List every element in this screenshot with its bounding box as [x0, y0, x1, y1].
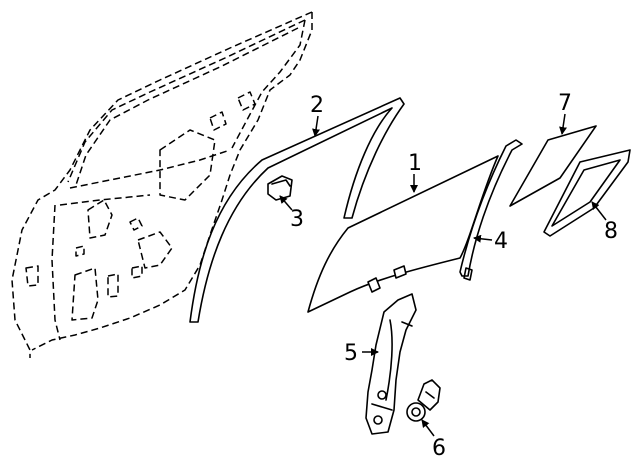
rear-channel-part — [459, 139, 523, 281]
glass-run-channel-part — [189, 97, 405, 323]
callout-3: 3 — [290, 207, 304, 232]
window-glass-part — [307, 155, 499, 313]
callout-2: 2 — [310, 93, 324, 118]
callout-6: 6 — [432, 436, 446, 461]
quarter-glass-seal-part — [543, 149, 631, 237]
callout-1: 1 — [408, 151, 422, 176]
leader-lines — [279, 113, 607, 437]
callout-5: 5 — [344, 341, 358, 366]
regulator-motor-part — [406, 379, 441, 422]
clip-part — [267, 175, 293, 201]
callout-8: 8 — [604, 219, 618, 244]
callout-7: 7 — [558, 91, 572, 116]
callout-4: 4 — [494, 229, 508, 254]
window-regulator-part — [365, 293, 417, 435]
quarter-glass-part — [509, 125, 597, 207]
door-shell-outline — [11, 11, 313, 358]
